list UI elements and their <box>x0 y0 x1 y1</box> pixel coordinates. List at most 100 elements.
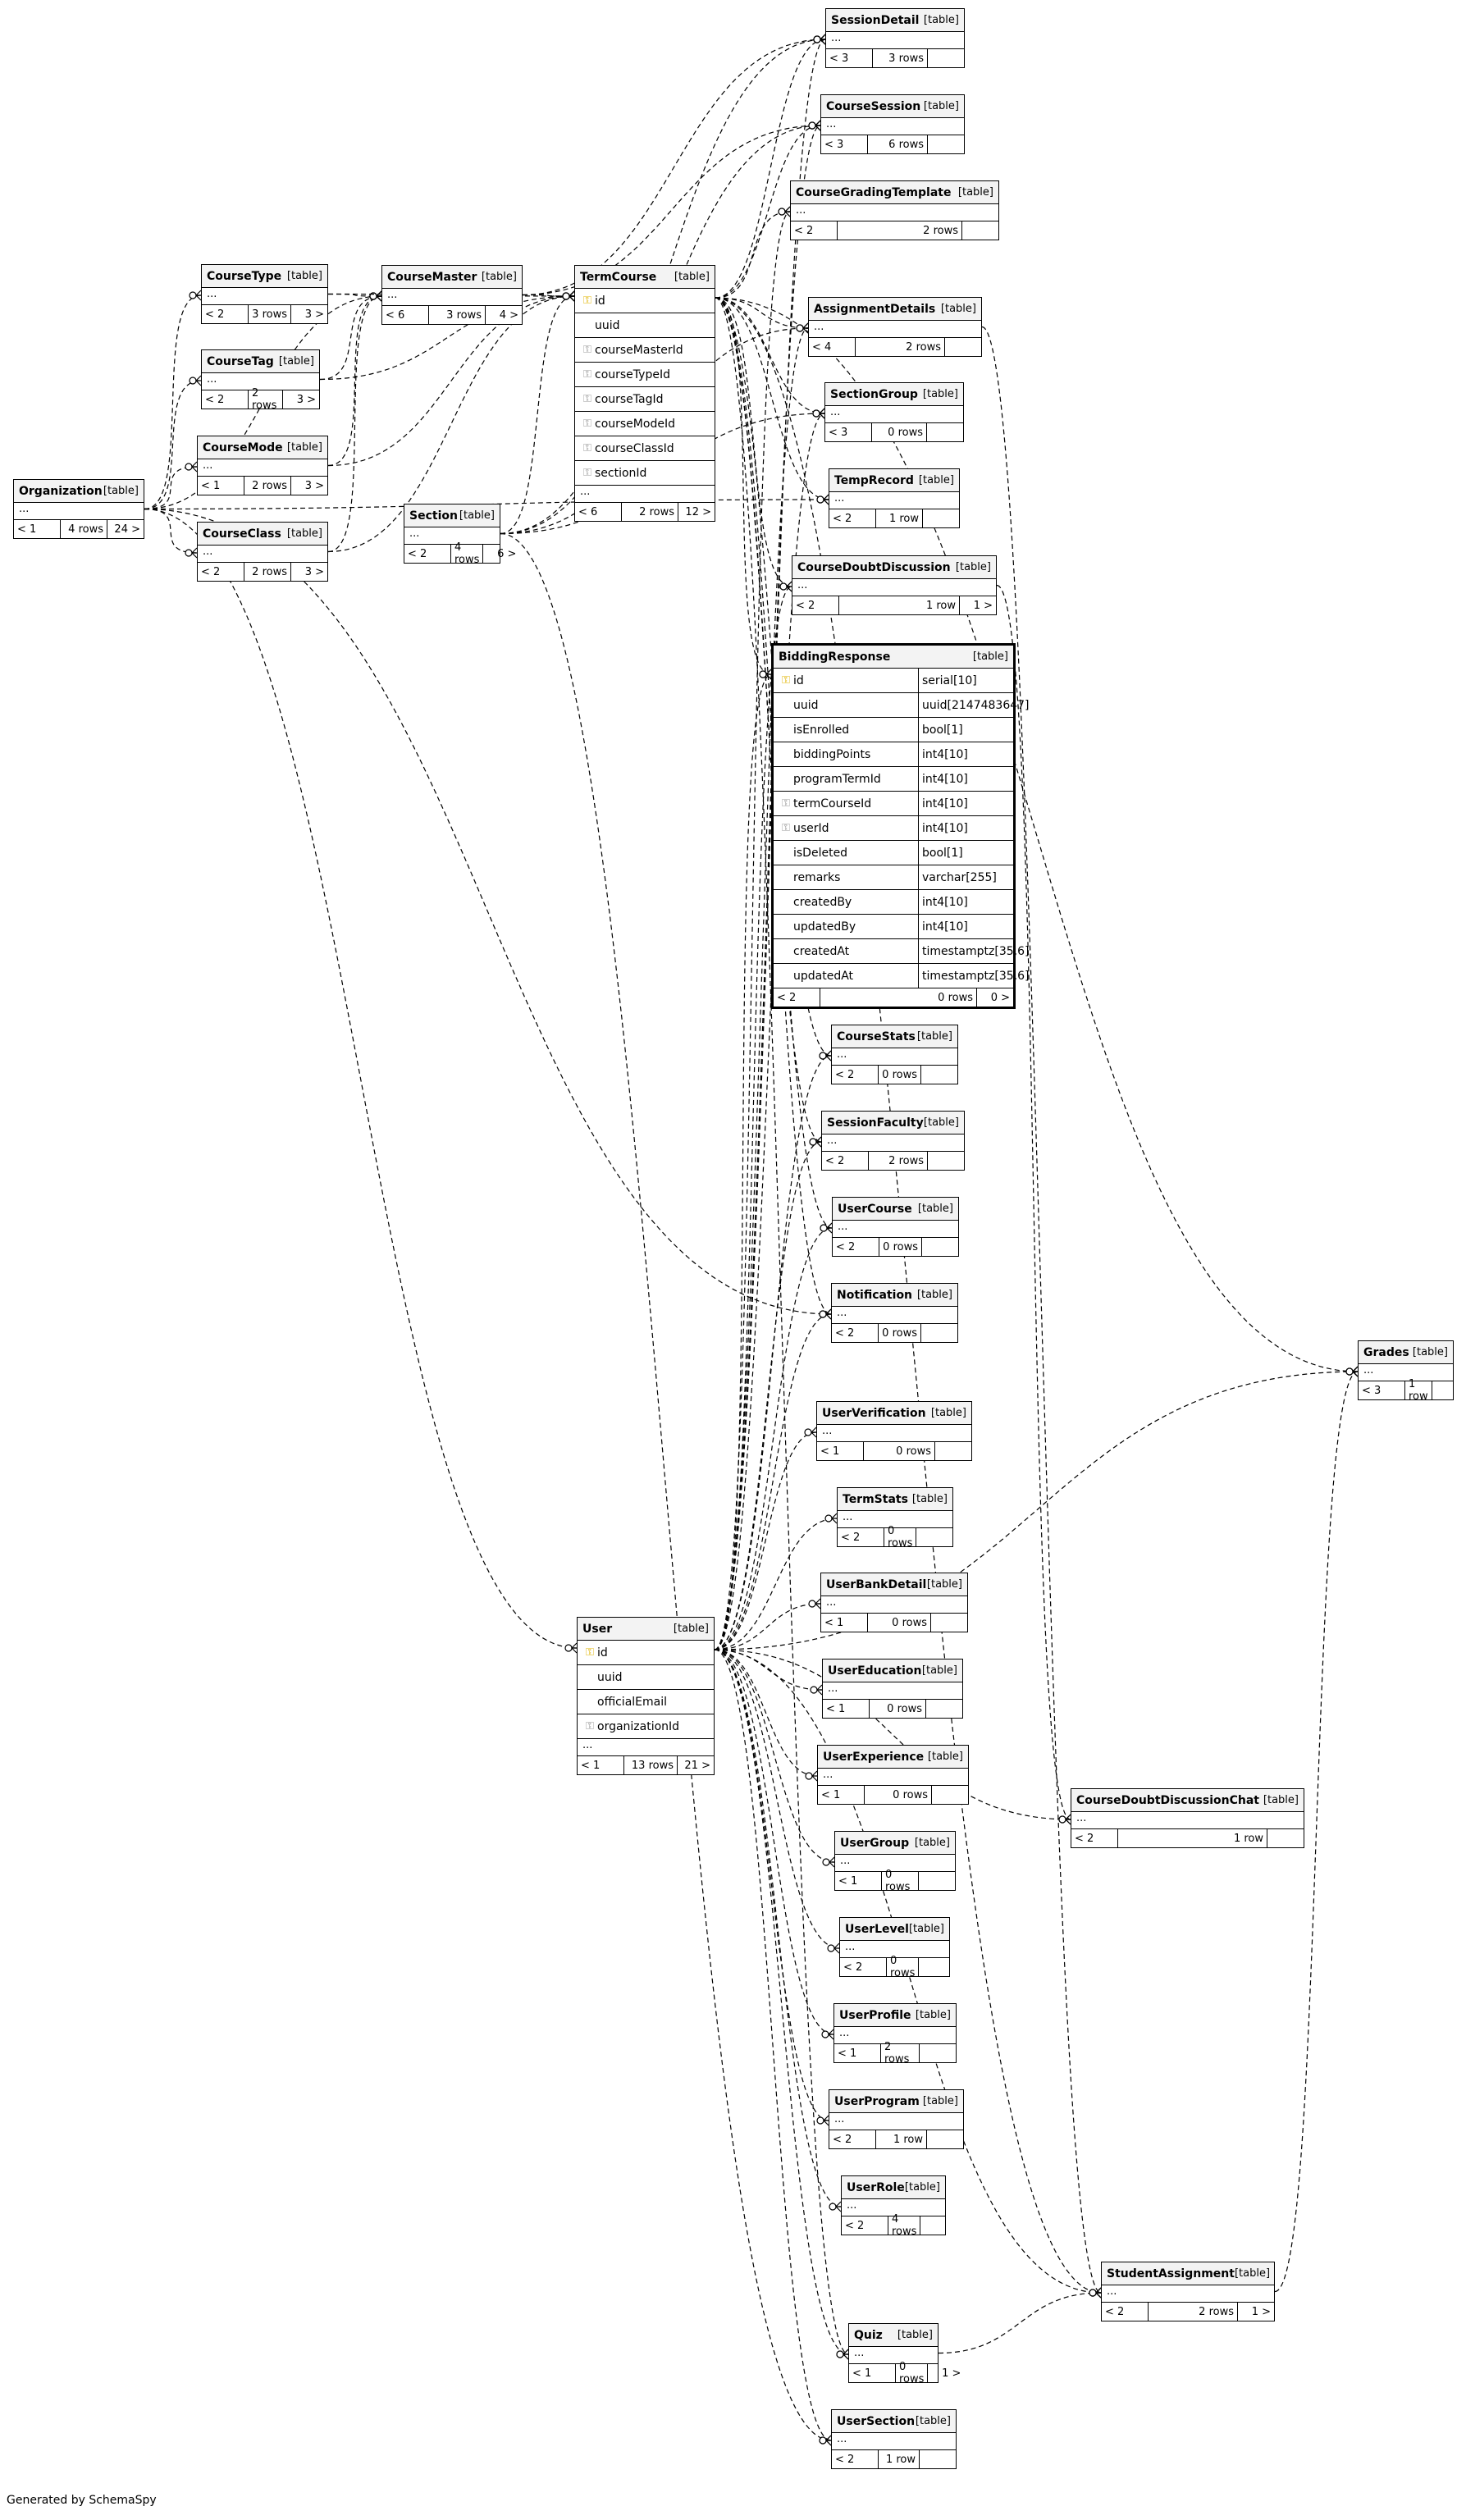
child-count[interactable] <box>921 1066 957 1084</box>
parent-count[interactable]: < 3 <box>1359 1381 1405 1399</box>
child-count[interactable] <box>920 2044 956 2062</box>
child-count[interactable] <box>932 1786 968 1804</box>
child-count[interactable] <box>931 1614 967 1632</box>
child-count[interactable]: 3 > <box>304 308 324 321</box>
table-name[interactable]: CourseClass <box>203 527 281 541</box>
parent-count[interactable]: < 1 <box>849 2364 896 2382</box>
parent-count[interactable]: < 6 <box>382 306 429 324</box>
column-name[interactable]: uuid <box>793 698 819 712</box>
collapsed-columns[interactable]: ... <box>791 204 998 221</box>
table-name[interactable]: UserProfile <box>839 2008 911 2022</box>
parent-count[interactable]: < 1 <box>823 1700 870 1718</box>
column-name[interactable]: courseClassId <box>595 441 674 455</box>
collapsed-columns[interactable]: ... <box>575 486 715 503</box>
column-name[interactable]: uuid <box>595 318 620 332</box>
parent-count[interactable]: < 2 <box>822 1152 869 1170</box>
table-name[interactable]: UserBankDetail <box>826 1577 927 1591</box>
child-count[interactable]: 24 > <box>114 523 140 536</box>
column-name[interactable]: termCourseId <box>793 797 872 810</box>
child-count[interactable] <box>927 423 963 441</box>
collapsed-columns[interactable]: ... <box>202 288 327 305</box>
collapsed-columns[interactable]: ... <box>835 1855 955 1872</box>
collapsed-columns[interactable]: ... <box>382 289 522 306</box>
table-name[interactable]: CourseGradingTemplate <box>796 185 952 199</box>
parent-count[interactable]: < 1 <box>834 2044 881 2062</box>
child-count[interactable] <box>928 49 964 67</box>
column-name[interactable]: id <box>595 294 605 308</box>
table-name[interactable]: UserProgram <box>834 2094 920 2108</box>
collapsed-columns[interactable]: ... <box>833 1221 958 1238</box>
parent-count[interactable]: < 2 <box>832 2450 879 2468</box>
child-count[interactable] <box>1432 1381 1466 1399</box>
table-name[interactable]: BiddingResponse <box>779 650 891 664</box>
child-count[interactable]: 4 > <box>499 308 518 322</box>
collapsed-columns[interactable]: ... <box>202 373 319 390</box>
column-name[interactable]: isEnrolled <box>793 723 850 737</box>
parent-count[interactable]: < 2 <box>842 2216 888 2235</box>
column-name[interactable]: sectionId <box>595 466 647 480</box>
child-count[interactable] <box>920 2216 957 2235</box>
table-name[interactable]: SessionDetail <box>831 13 920 27</box>
collapsed-columns[interactable]: ... <box>821 118 964 135</box>
child-count[interactable]: 0 > <box>990 991 1010 1004</box>
table-name[interactable]: UserExperience <box>823 1750 925 1764</box>
parent-count[interactable]: < 1 <box>835 1872 882 1890</box>
child-count[interactable]: 1 > <box>973 599 993 612</box>
table-name[interactable]: UserGroup <box>840 1836 910 1850</box>
parent-count[interactable]: < 2 <box>792 596 839 614</box>
parent-count[interactable]: < 2 <box>791 221 838 240</box>
parent-count[interactable]: < 2 <box>829 2130 876 2148</box>
parent-count[interactable]: < 2 <box>832 1066 879 1084</box>
collapsed-columns[interactable]: ... <box>792 579 996 596</box>
table-name[interactable]: Section <box>409 509 458 523</box>
table-name[interactable]: Organization <box>19 484 103 498</box>
column-name[interactable]: organizationId <box>597 1719 680 1733</box>
parent-count[interactable]: < 2 <box>202 390 249 409</box>
parent-count[interactable]: < 2 <box>833 1238 879 1256</box>
table-name[interactable]: CourseMode <box>203 441 283 454</box>
parent-count[interactable]: < 4 <box>809 338 856 356</box>
child-count[interactable] <box>928 1152 964 1170</box>
child-count[interactable] <box>919 1872 955 1890</box>
parent-count[interactable]: < 2 <box>840 1958 887 1976</box>
column-name[interactable]: courseTypeId <box>595 368 670 381</box>
column-name[interactable]: updatedBy <box>793 920 856 934</box>
child-count[interactable] <box>928 135 964 153</box>
column-name[interactable]: createdBy <box>793 895 852 909</box>
column-name[interactable]: id <box>597 1646 608 1659</box>
child-count[interactable]: 21 > <box>684 1759 710 1772</box>
collapsed-columns[interactable]: ... <box>822 1134 964 1152</box>
child-count[interactable] <box>920 2450 956 2468</box>
column-name[interactable]: courseModeId <box>595 417 675 431</box>
table-name[interactable]: AssignmentDetails <box>814 302 936 316</box>
table-name[interactable]: SessionFaculty <box>827 1116 924 1130</box>
parent-count[interactable]: < 1 <box>817 1442 864 1460</box>
table-name[interactable]: Quiz <box>854 2328 883 2342</box>
parent-count[interactable]: < 2 <box>1071 1829 1118 1847</box>
table-name[interactable]: TermCourse <box>580 270 657 284</box>
collapsed-columns[interactable]: ... <box>826 32 964 49</box>
column-name[interactable]: createdAt <box>793 944 850 958</box>
table-name[interactable]: UserLevel <box>845 1922 909 1936</box>
column-name[interactable]: id <box>793 673 804 687</box>
child-count[interactable] <box>922 1238 958 1256</box>
child-count[interactable]: 3 > <box>304 479 324 492</box>
collapsed-columns[interactable]: ... <box>840 1941 949 1958</box>
